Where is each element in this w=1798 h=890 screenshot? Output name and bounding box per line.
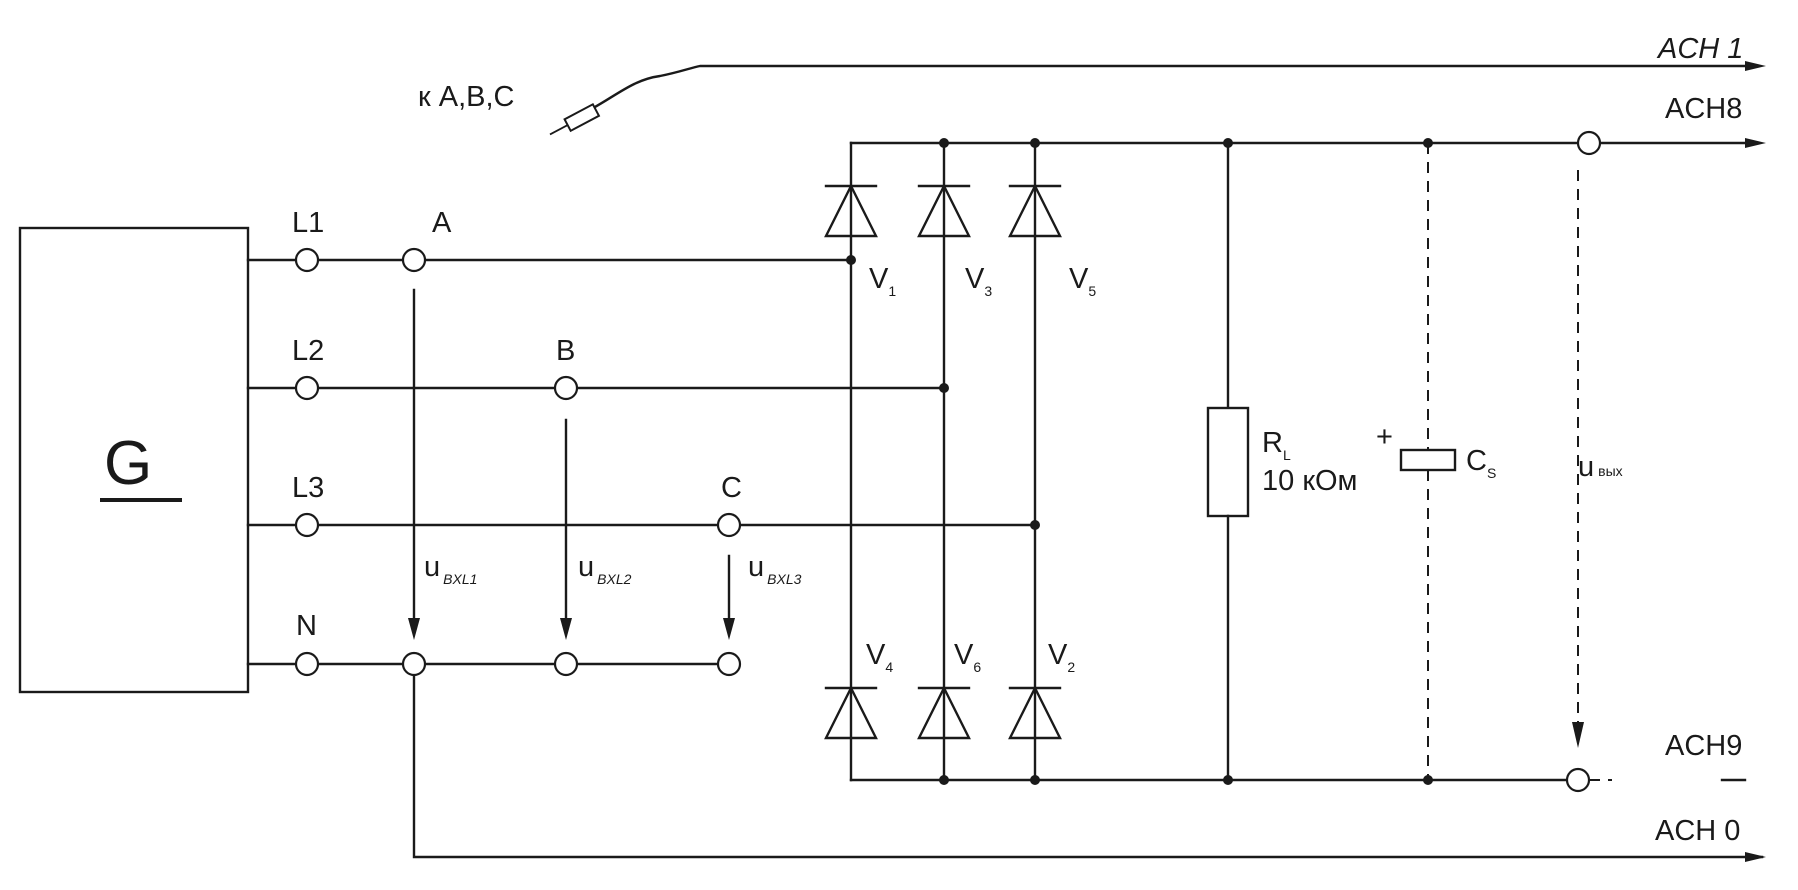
label-l2: L2 xyxy=(292,335,324,367)
diode-v1 xyxy=(824,183,878,238)
terminal-c xyxy=(716,512,742,538)
channel-ach0: ACH 0 xyxy=(1655,815,1740,847)
terminal-n-c xyxy=(716,651,742,677)
probe-connector xyxy=(549,61,1766,136)
label-v2: V2 xyxy=(1048,639,1075,675)
rectifier-bridge xyxy=(849,141,1747,782)
channel-ach8: ACH8 xyxy=(1665,93,1742,125)
junction-dots xyxy=(846,138,1433,785)
label-l3: L3 xyxy=(292,472,324,504)
diode-v2 xyxy=(1008,685,1062,740)
label-c: C xyxy=(721,472,742,504)
output-terminal-minus xyxy=(1565,767,1591,793)
label-v4: V4 xyxy=(866,639,893,675)
phase-wires xyxy=(246,258,1764,859)
capacitor-polarity: + xyxy=(1376,421,1393,453)
terminal-n xyxy=(294,651,320,677)
smoothing-capacitor xyxy=(1399,143,1457,780)
terminal-b xyxy=(553,375,579,401)
resistor-name: RL xyxy=(1262,427,1291,463)
label-n: N xyxy=(296,610,317,642)
terminal-a xyxy=(401,247,427,273)
diode-v3 xyxy=(917,183,971,238)
label-v3: V3 xyxy=(965,263,992,299)
generator-block: G xyxy=(18,226,250,694)
label-b: B xyxy=(556,335,575,367)
diode-v4 xyxy=(824,685,878,740)
diode-v6 xyxy=(917,685,971,740)
terminal-n-b xyxy=(553,651,579,677)
output-section xyxy=(1565,130,1766,862)
capacitor-name: CS xyxy=(1466,445,1496,481)
terminal-l2 xyxy=(294,375,320,401)
terminal-n-a xyxy=(401,651,427,677)
resistor-value: 10 кОм xyxy=(1262,465,1358,497)
input-voltage-arrows xyxy=(408,288,735,640)
output-terminal-plus xyxy=(1576,130,1602,156)
diode-v5 xyxy=(1008,183,1062,238)
load-resistor xyxy=(1206,141,1250,782)
label-v5: V5 xyxy=(1069,263,1096,299)
probe-label: к A,B,C xyxy=(418,81,515,113)
terminals xyxy=(294,247,742,677)
terminal-l3 xyxy=(294,512,320,538)
label-v1: V1 xyxy=(869,263,896,299)
label-l1: L1 xyxy=(292,207,324,239)
terminal-l1 xyxy=(294,247,320,273)
channel-ach9: ACH9 xyxy=(1665,730,1742,762)
label-a: A xyxy=(432,207,452,239)
channel-ach1: ACH 1 xyxy=(1656,33,1743,65)
label-v6: V6 xyxy=(954,639,981,675)
generator-label: G xyxy=(104,429,152,498)
